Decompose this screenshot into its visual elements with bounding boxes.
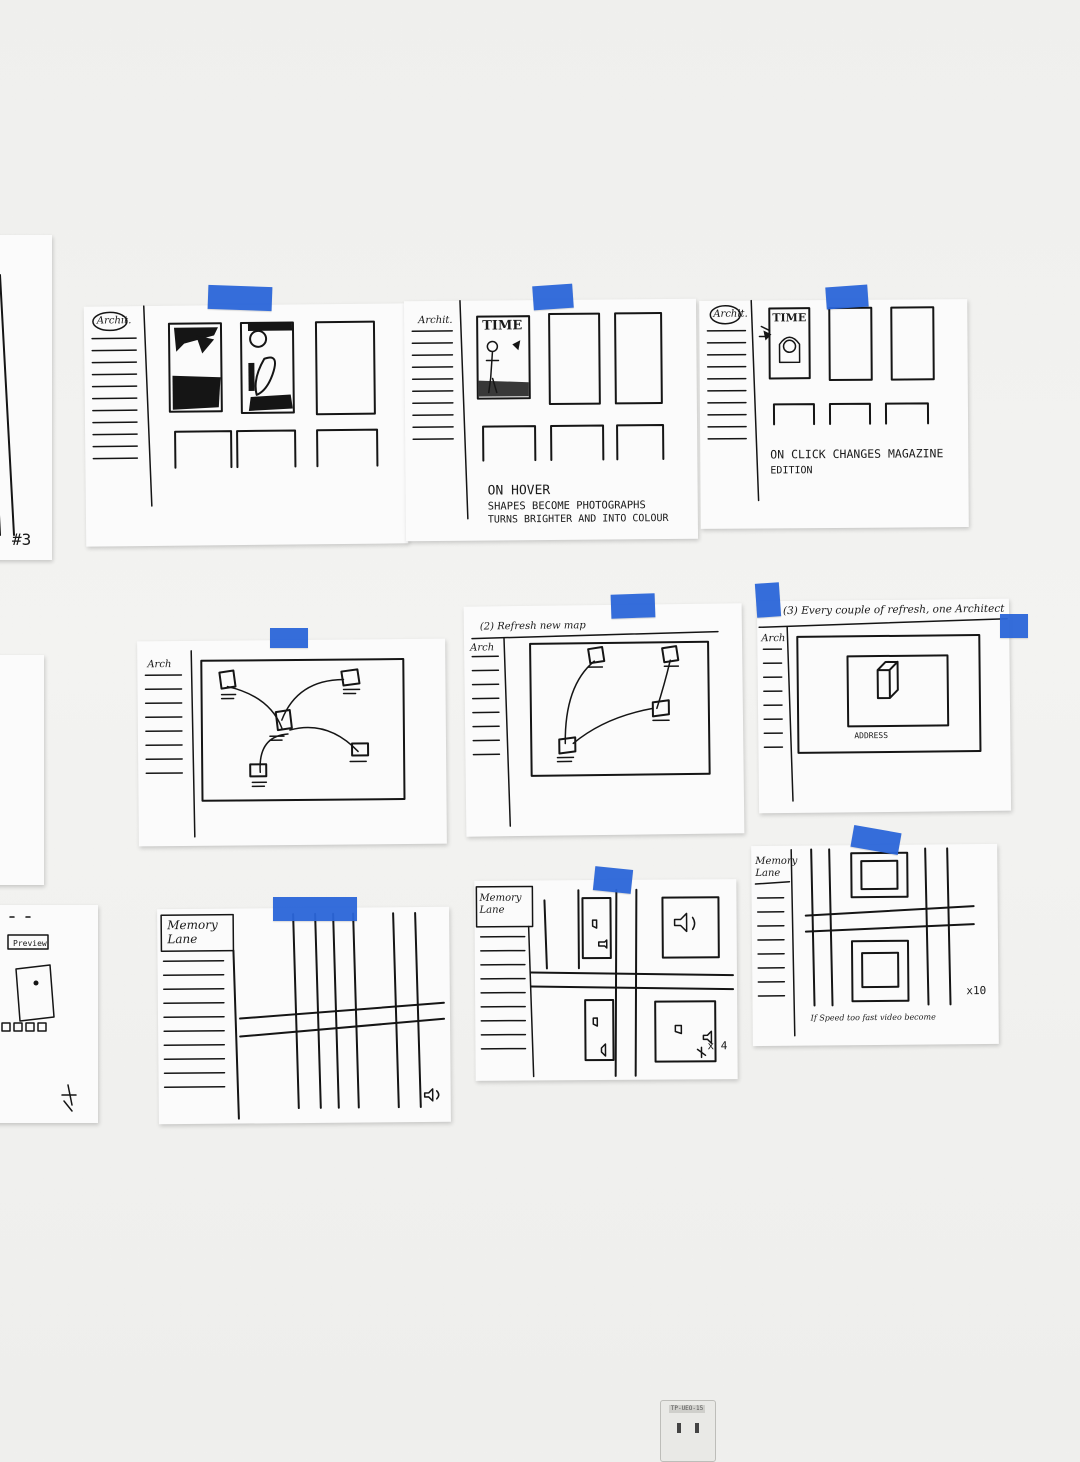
partial-sketch-top-left: #3 [0, 235, 52, 560]
memory-lane-label-1: Memory [167, 917, 218, 933]
tape-strip [825, 284, 869, 310]
tape-strip [1000, 614, 1028, 638]
sketch-memory-lane-speed: Memory Lane x10 If Speed too fast video … [751, 843, 999, 1047]
hover-note-line-3: TURNS BRIGHTER AND INTO COLOUR [487, 512, 669, 526]
memory-lane-label-1: Memory [479, 892, 522, 904]
outlet-slot [695, 1423, 699, 1433]
sketch-refresh-map: Arch (2) Refresh new map [463, 603, 745, 837]
sketch-label-arch: Arch [761, 633, 786, 645]
sketch-label-arch: Arch [470, 642, 495, 654]
sketch-magazine-click: Archit. TIME ON CLICK CHANGES MAGAZINE E… [699, 299, 969, 529]
click-note-line-2: EDITION [770, 465, 813, 477]
sketch-label-arch: Arch [147, 659, 172, 671]
click-note-line-1: ON CLICK CHANGES MAGAZINE [770, 446, 944, 462]
tape-strip [754, 582, 782, 618]
memory-lane-label-1: Memory [755, 855, 798, 868]
hover-note-line-1: ON HOVER [487, 483, 551, 499]
speed-multiplier-x4: x 4 [707, 1039, 728, 1053]
sketch-single-architecture: Arch (3) Every couple of refresh, one Ar… [756, 598, 1012, 814]
memory-lane-label-2: Lane [479, 904, 505, 916]
sheet-number-mark: #3 [12, 530, 32, 549]
tape-strip [270, 628, 308, 648]
sketch-label-archit: Archit. [96, 315, 132, 327]
speed-multiplier-x10: x10 [966, 984, 987, 998]
tape-strip [207, 284, 273, 312]
tape-strip [610, 593, 656, 619]
sketch-label-archit: Archit. [418, 314, 453, 327]
refresh-architect-note: (3) Every couple of refresh, one Archite… [782, 602, 1005, 618]
memory-lane-label-2: Lane [167, 931, 198, 947]
memory-lane-label-2: Lane [755, 867, 781, 880]
partial-sketch-bottom-left: Preview [0, 905, 98, 1123]
outlet-tag: TP-UEO-15 [669, 1405, 705, 1413]
tape-strip [273, 897, 357, 921]
speed-note: If Speed too fast video become [810, 1012, 936, 1023]
sketch-magazine-grid-1: Archit. [83, 303, 409, 547]
wall-outlet: TP-UEO-15 [660, 1400, 716, 1462]
partial-sketch-middle-left [0, 655, 44, 885]
magazine-title-time: TIME [772, 311, 807, 325]
outlet-slot [677, 1423, 681, 1433]
sketch-memory-lane-grid: Memory Lane [157, 906, 451, 1125]
sketch-magazine-hover: Archit. TIME ON HOVER SHAPES BECOME PHOT… [403, 298, 699, 542]
preview-button-label: Preview [13, 939, 47, 948]
sketch-label-archit: Archit. [713, 308, 748, 320]
magazine-title-time: TIME [482, 318, 523, 334]
sketch-memory-lane-videos: Memory Lane x 4 [474, 879, 738, 1081]
refresh-note: (2) Refresh new map [479, 620, 586, 633]
sketch-architecture-map: Arch [137, 638, 447, 847]
tape-strip [592, 866, 634, 894]
tape-strip [532, 283, 574, 311]
address-caption: ADDRESS [854, 730, 889, 741]
